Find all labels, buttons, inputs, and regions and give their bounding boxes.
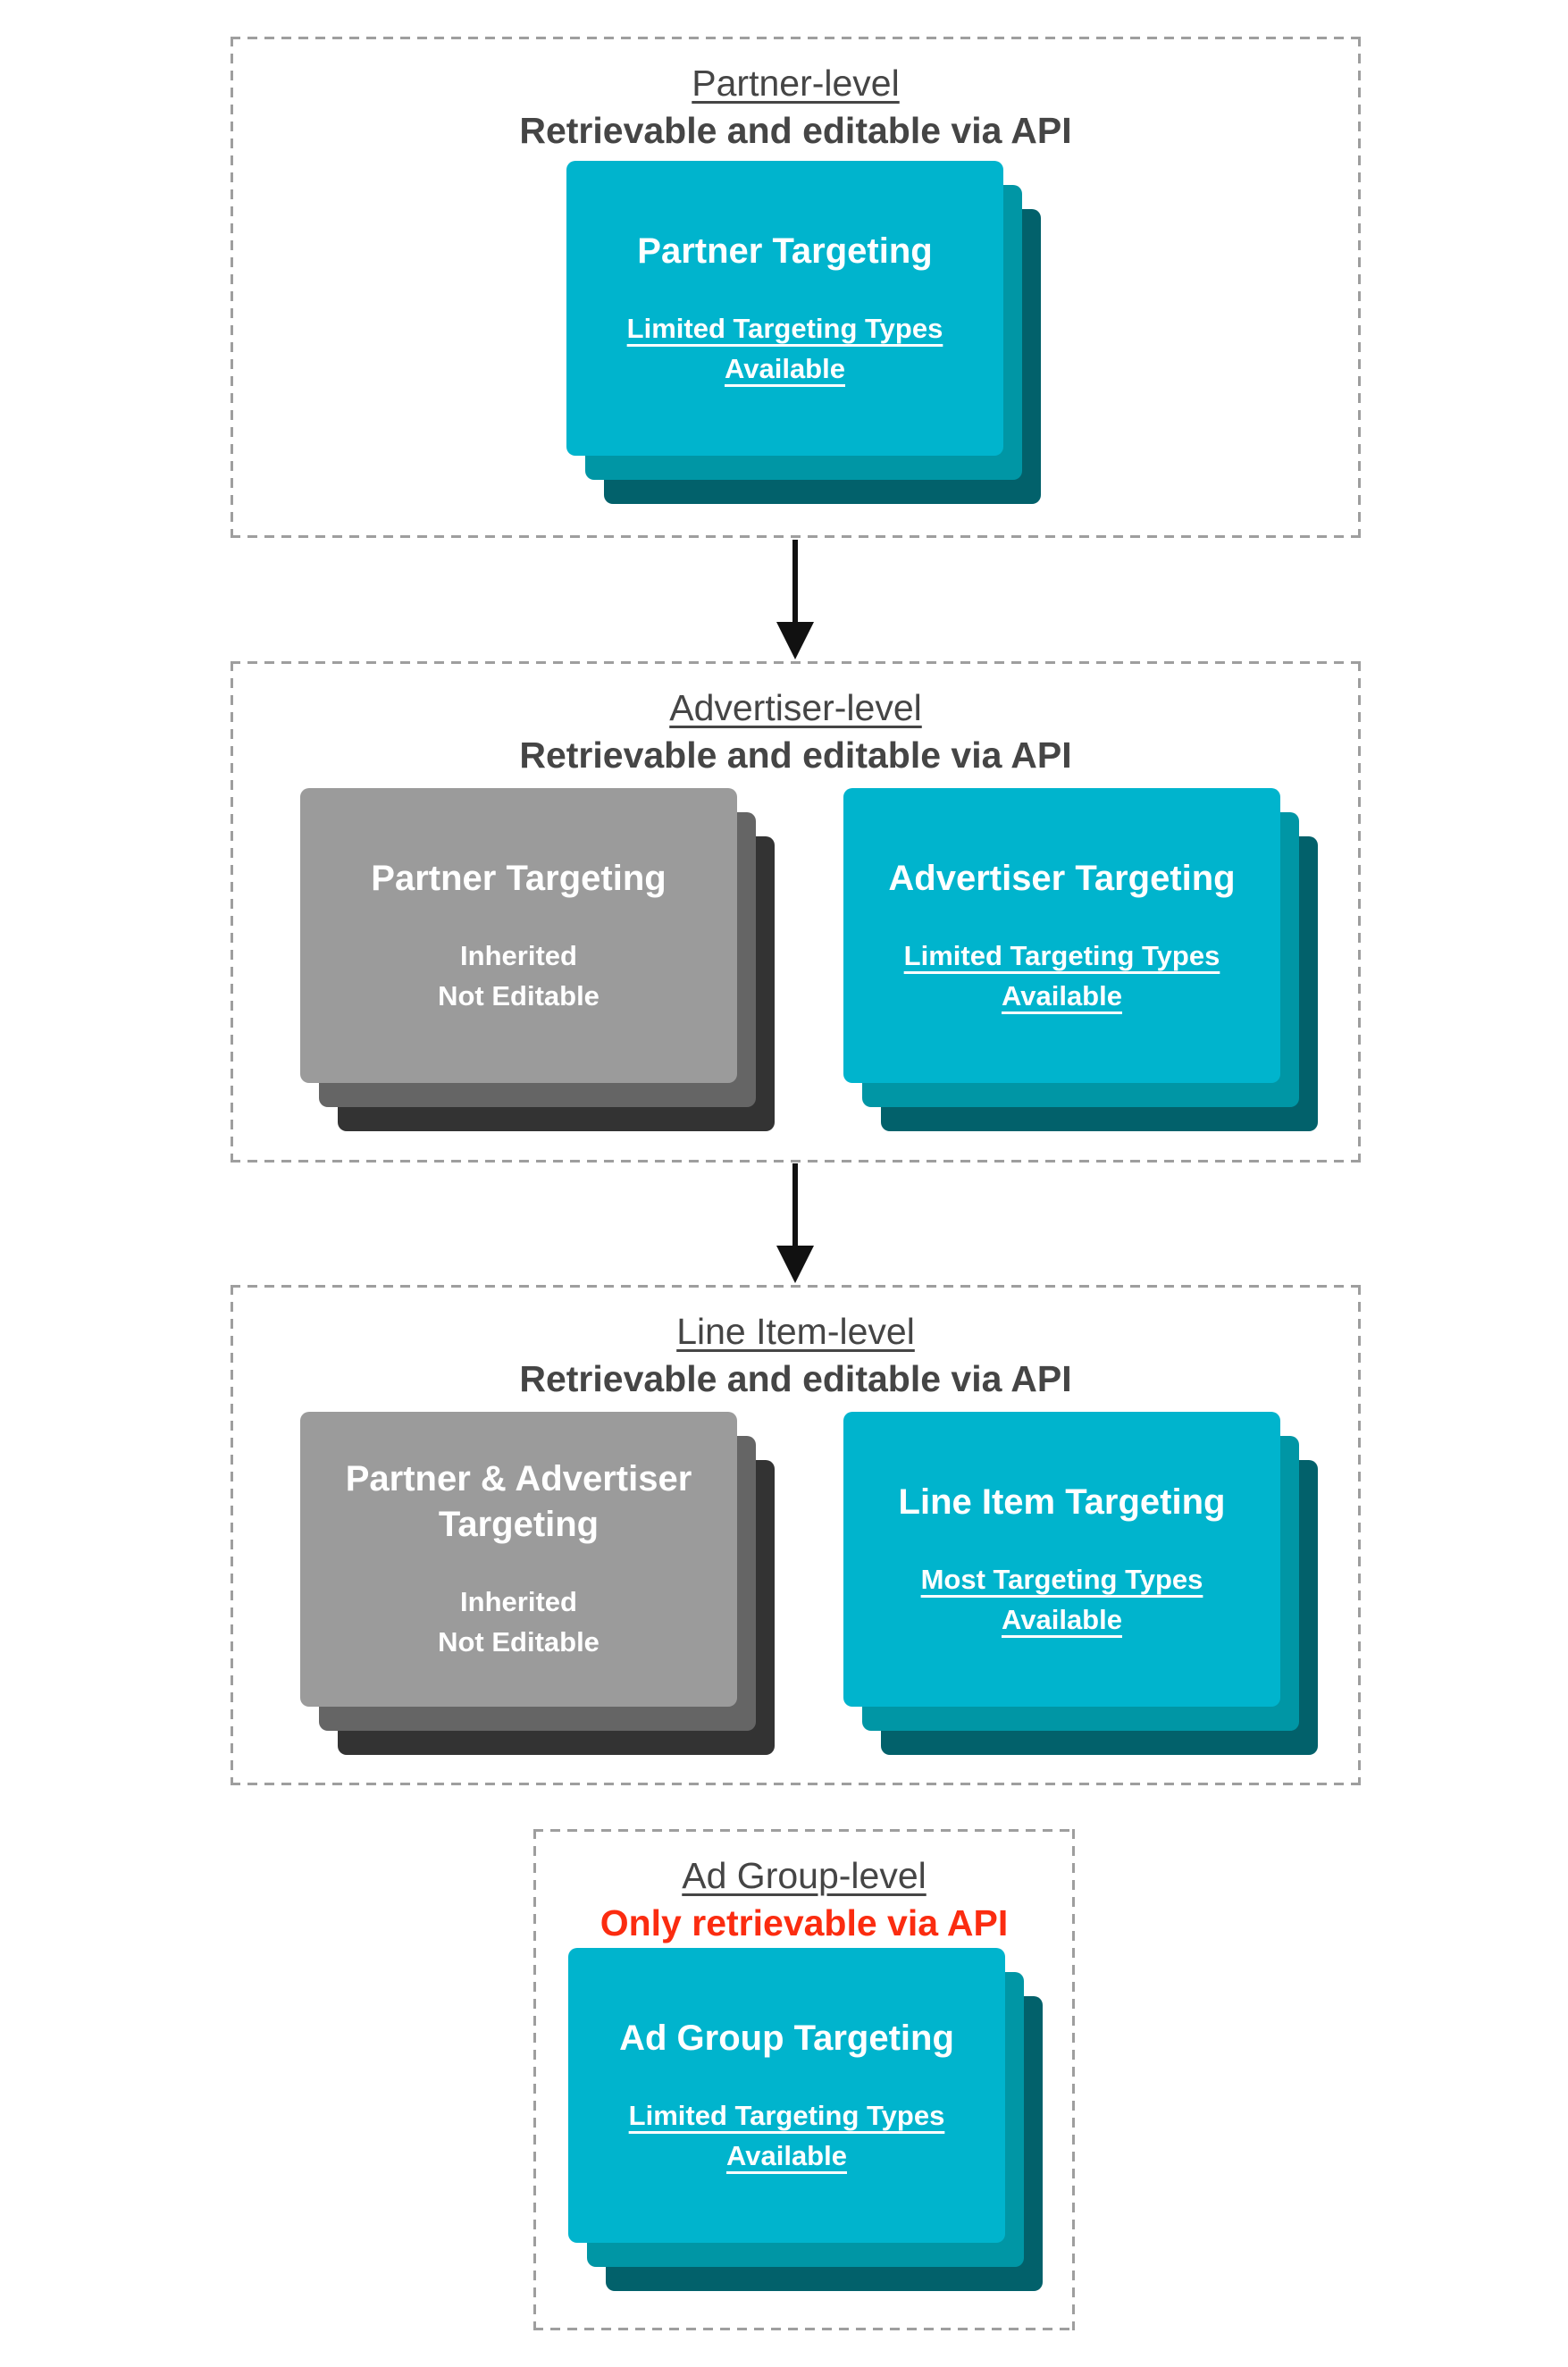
section-title: Partner-level bbox=[692, 63, 900, 104]
card-front: Advertiser Targeting Limited Targeting T… bbox=[843, 788, 1280, 1083]
card-body: Limited Targeting Types Available bbox=[629, 2095, 945, 2176]
card-partner-targeting-inherited: Partner Targeting Inherited Not Editable bbox=[300, 788, 775, 1131]
card-title-line: Partner & Advertiser bbox=[345, 1459, 692, 1498]
card-title-line: Targeting bbox=[438, 1505, 600, 1544]
card-title-line: Advertiser Targeting bbox=[888, 858, 1236, 898]
card-body-line: Not Editable bbox=[438, 1626, 600, 1658]
card-title-line: Ad Group Targeting bbox=[619, 2018, 954, 2058]
section-subtitle: Retrievable and editable via API bbox=[519, 1358, 1072, 1399]
card-title: Partner Targeting bbox=[371, 856, 666, 902]
card-front: Partner Targeting Inherited Not Editable bbox=[300, 788, 737, 1083]
arrow-shaft bbox=[792, 1163, 798, 1246]
card-body-line: Limited Targeting Types bbox=[903, 939, 1220, 971]
card-title-line: Partner Targeting bbox=[637, 231, 933, 271]
card-body-line: Most Targeting Types bbox=[920, 1563, 1203, 1595]
card-title-line: Line Item Targeting bbox=[898, 1481, 1226, 1522]
card-body: Limited Targeting Types Available bbox=[904, 936, 1220, 1016]
card-body-line: Limited Targeting Types bbox=[626, 312, 943, 344]
arrow-shaft bbox=[792, 540, 798, 622]
card-body: Inherited Not Editable bbox=[438, 936, 600, 1016]
arrow-down-icon bbox=[776, 540, 815, 659]
section-line-item-level: Line Item-level Retrievable and editable… bbox=[231, 1285, 1361, 1785]
card-advertiser-targeting: Advertiser Targeting Limited Targeting T… bbox=[843, 788, 1318, 1131]
card-partner-advertiser-targeting-inherited: Partner & Advertiser Targeting Inherited… bbox=[300, 1412, 775, 1755]
card-title: Advertiser Targeting bbox=[888, 856, 1235, 902]
arrow-down-icon bbox=[776, 1163, 815, 1283]
card-body-line: Available bbox=[726, 2139, 847, 2171]
section-title: Ad Group-level bbox=[682, 1855, 927, 1896]
section-subtitle: Retrievable and editable via API bbox=[519, 110, 1072, 151]
section-advertiser-level: Advertiser-level Retrievable and editabl… bbox=[231, 661, 1361, 1163]
section-title: Line Item-level bbox=[676, 1311, 915, 1352]
card-title: Partner & Advertiser Targeting bbox=[346, 1456, 692, 1548]
card-title: Ad Group Targeting bbox=[619, 2016, 954, 2061]
card-body-line: Inherited bbox=[460, 939, 577, 971]
card-body-line: Limited Targeting Types bbox=[628, 2099, 945, 2131]
section-subtitle: Retrievable and editable via API bbox=[519, 734, 1072, 776]
card-title-line: Partner Targeting bbox=[371, 858, 667, 898]
card-body-line: Available bbox=[725, 352, 845, 384]
arrow-head bbox=[776, 622, 814, 659]
card-body: Inherited Not Editable bbox=[438, 1582, 600, 1662]
section-title: Advertiser-level bbox=[669, 687, 922, 728]
card-ad-group-targeting: Ad Group Targeting Limited Targeting Typ… bbox=[568, 1948, 1043, 2291]
card-body-line: Inherited bbox=[460, 1586, 577, 1617]
card-body: Limited Targeting Types Available bbox=[627, 308, 943, 389]
card-body-line: Not Editable bbox=[438, 979, 600, 1011]
card-partner-targeting: Partner Targeting Limited Targeting Type… bbox=[566, 161, 1041, 504]
card-body-line: Available bbox=[1002, 1603, 1122, 1635]
card-front: Partner Targeting Limited Targeting Type… bbox=[566, 161, 1003, 456]
arrow-head bbox=[776, 1246, 814, 1283]
section-partner-level: Partner-level Retrievable and editable v… bbox=[231, 37, 1361, 538]
card-front: Partner & Advertiser Targeting Inherited… bbox=[300, 1412, 737, 1707]
card-front: Ad Group Targeting Limited Targeting Typ… bbox=[568, 1948, 1005, 2243]
card-title: Partner Targeting bbox=[637, 229, 932, 274]
section-subtitle: Only retrievable via API bbox=[600, 1902, 1009, 1943]
section-ad-group-level: Ad Group-level Only retrievable via API … bbox=[533, 1829, 1075, 2330]
card-title: Line Item Targeting bbox=[899, 1480, 1226, 1525]
card-line-item-targeting: Line Item Targeting Most Targeting Types… bbox=[843, 1412, 1318, 1755]
card-front: Line Item Targeting Most Targeting Types… bbox=[843, 1412, 1280, 1707]
card-body: Most Targeting Types Available bbox=[921, 1559, 1203, 1640]
card-body-line: Available bbox=[1002, 979, 1122, 1011]
